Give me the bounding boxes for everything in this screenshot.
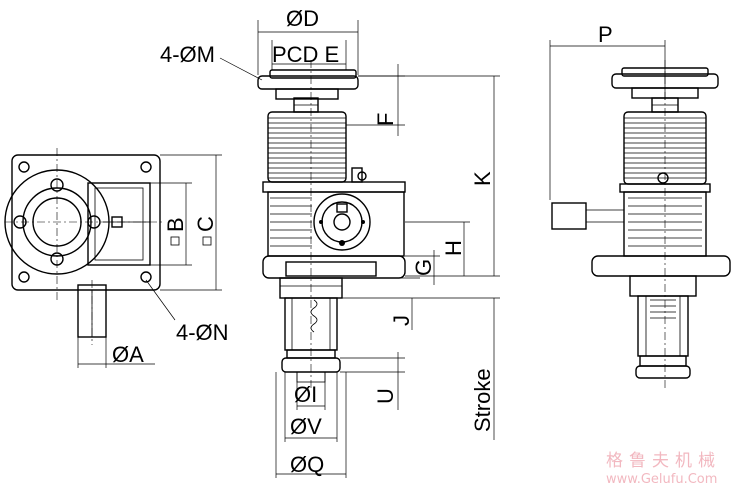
side-view <box>549 40 731 390</box>
label-pcd-e: PCD E <box>272 42 339 67</box>
label-v: ØV <box>290 414 322 439</box>
label-j: J <box>389 315 414 326</box>
front-view <box>219 20 500 478</box>
label-n: 4-ØN <box>176 320 229 345</box>
top-view <box>4 148 222 368</box>
label-i: ØI <box>294 382 317 407</box>
label-stroke: Stroke <box>470 368 495 432</box>
label-a: ØA <box>112 342 144 367</box>
watermark-url: www.Gelufu.Com <box>606 472 717 486</box>
label-m: 4-ØM <box>160 42 215 67</box>
label-b: B <box>163 217 188 232</box>
label-k: K <box>470 171 495 186</box>
watermark-cn: 格鲁夫机械 <box>606 451 721 471</box>
label-h: H <box>441 240 466 256</box>
label-od: ØD <box>286 6 319 31</box>
label-g: G <box>411 259 436 276</box>
label-u: U <box>373 388 398 404</box>
label-c: C <box>193 216 218 232</box>
label-q: ØQ <box>290 452 324 477</box>
label-f: F <box>373 113 398 126</box>
label-p: P <box>598 22 613 47</box>
